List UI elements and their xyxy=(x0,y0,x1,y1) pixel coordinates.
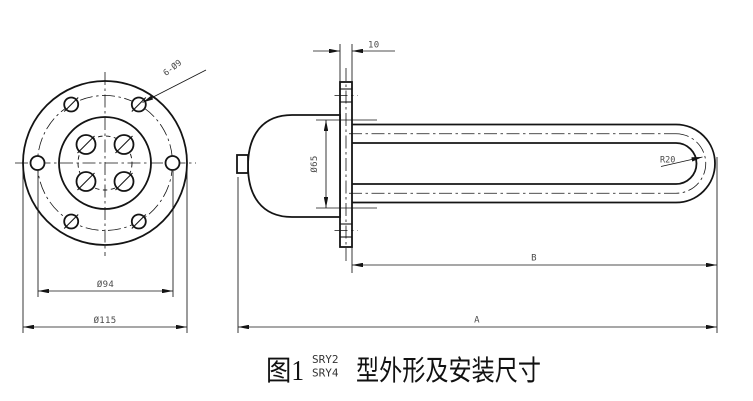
tube-bend-centerline xyxy=(675,133,707,194)
flange-bolt-hole-traces xyxy=(334,88,358,238)
flange-thickness-text: 10 xyxy=(368,41,379,51)
flange-outer-circle xyxy=(22,80,188,246)
bend-radius-text: R20 xyxy=(660,156,675,166)
dimension-overall-length: A xyxy=(237,177,717,333)
dimension-head-dia: Ø65 xyxy=(309,119,377,209)
leader-line xyxy=(142,69,207,103)
tube-holes xyxy=(75,134,135,192)
dimension-bend-radius: R20 xyxy=(660,156,703,167)
flange-outer-dia-text: Ø115 xyxy=(94,315,117,326)
overall-length-text: A xyxy=(474,316,480,326)
front-view: 6-Ø9 Ø94 Ø115 xyxy=(15,57,207,333)
figure-caption: 图1 SRY2 SRY4 型外形及安装尺寸 xyxy=(266,353,541,387)
bolt-hole-callout-text: 6-Ø9 xyxy=(161,57,184,78)
caption-title: 型外形及安装尺寸 xyxy=(356,355,541,387)
side-view: 10 Ø65 R20 xyxy=(236,41,718,333)
immersed-length-text: B xyxy=(531,254,537,264)
dimension-flange-thickness: 10 xyxy=(313,41,395,89)
dimension-immersed-length: B xyxy=(351,157,718,333)
terminal-nub xyxy=(236,154,249,174)
dimension-flange-outer: Ø115 xyxy=(22,167,188,333)
bolt-holes xyxy=(29,96,181,230)
head-dia-text: Ø65 xyxy=(309,155,320,172)
tube-hole-slashes xyxy=(77,135,133,191)
leader-line xyxy=(660,156,703,167)
dimension-bolt-circle: Ø94 xyxy=(37,171,174,297)
heating-tubes xyxy=(349,123,716,204)
figure-number: 图1 xyxy=(266,356,304,387)
bolt-circle-dia-text: Ø94 xyxy=(97,279,114,290)
bolt-hole xyxy=(29,155,46,171)
bolt-hole xyxy=(164,155,181,171)
tube-bend-outer xyxy=(675,123,716,204)
model-top: SRY2 xyxy=(312,353,339,366)
tube-bend-inner xyxy=(675,142,698,185)
tube-pitch-circle xyxy=(77,135,133,191)
model-bottom: SRY4 xyxy=(312,367,339,380)
terminal-cover-circle xyxy=(58,116,152,210)
